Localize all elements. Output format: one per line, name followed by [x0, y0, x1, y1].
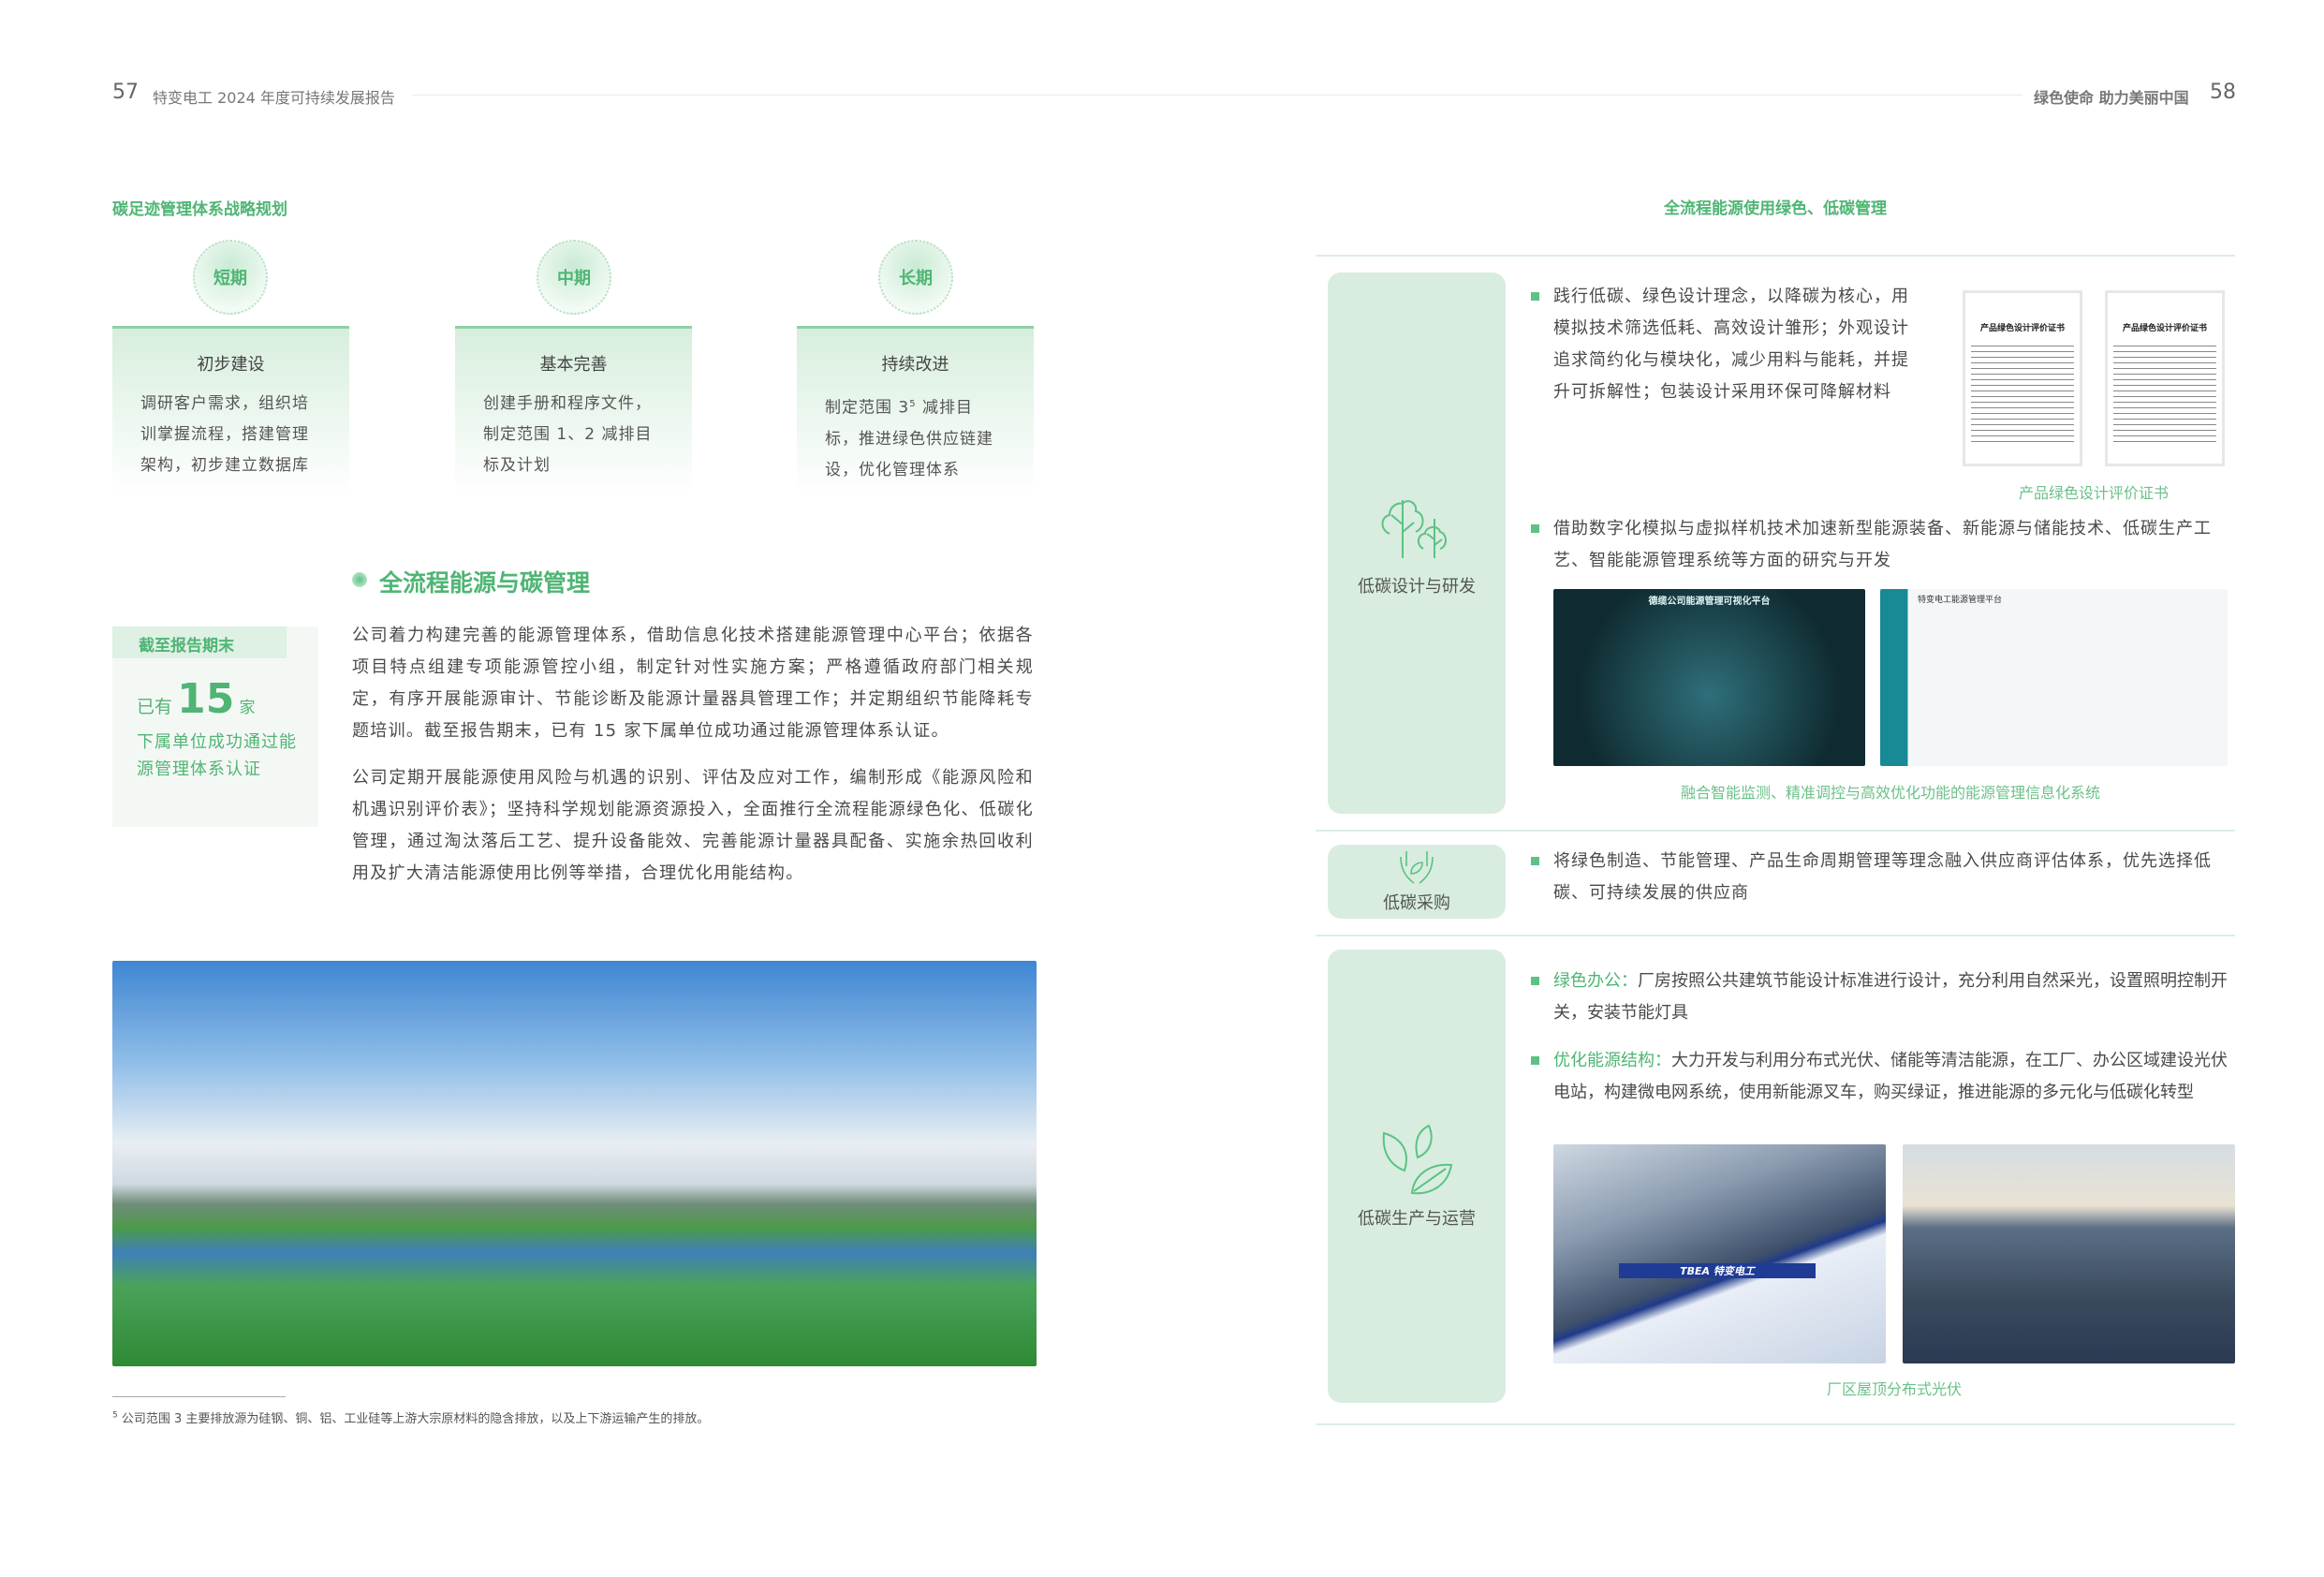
stat-desc: 下属单位成功通过能源管理体系认证 — [137, 732, 297, 779]
phase-title: 基本完善 — [539, 355, 608, 375]
phase-card-long: 持续改进 制定范围 35 减排目标，推进绿色供应链建设，优化管理体系 — [797, 326, 1034, 494]
energy-dashboard-screenshot: 德缆公司能源管理可视化平台 — [1553, 589, 1865, 766]
footnote-divider — [112, 1396, 286, 1397]
stat-box: 截至报告期末 已有 15 家 下属单位成功通过能源管理体系认证 — [112, 626, 318, 827]
bullet-energy-structure: 优化能源结构：大力开发与利用分布式光伏、储能等清洁能源，在工厂、办公区域建设光伏… — [1531, 1045, 2235, 1109]
tbea-brand-sign: TBEA 特变电工 — [1619, 1263, 1816, 1278]
phase-card-short: 初步建设 调研客户需求，组织培训掌握流程，搭建管理架构，初步建立数据库 — [112, 326, 349, 494]
factory-aerial-photo: TBEA 特变电工 — [1553, 1144, 1886, 1363]
bullet-procurement: 将绿色制造、节能管理、产品生命周期管理等理念融入供应商评估体系，优先选择低碳、可… — [1531, 846, 2235, 909]
panel-label: 低碳采购 — [1383, 893, 1450, 913]
leaves-icon — [1382, 1124, 1453, 1195]
stat-label: 截至报告期末 — [112, 626, 287, 658]
divider — [1316, 1423, 2235, 1425]
panel-low-carbon-procurement — [1328, 845, 1506, 919]
solar-farm-landscape-photo — [112, 961, 1037, 1366]
energy-platform-screenshot: 特变电工能源管理平台 — [1880, 589, 2228, 766]
panel-low-carbon-operations — [1328, 950, 1506, 1403]
stat-prefix: 已有 — [137, 697, 173, 717]
phase-card-mid: 基本完善 创建手册和程序文件，制定范围 1、2 减排目标及计划 — [455, 326, 692, 494]
panel-label: 低碳设计与研发 — [1358, 577, 1476, 597]
left-page-number: 57 — [112, 81, 139, 104]
divider — [1316, 935, 2235, 936]
phase-title: 持续改进 — [881, 355, 949, 375]
body-paragraph-2: 公司定期开展能源使用风险与机遇的识别、评估及应对工作，编制形成《能源风险和机遇识… — [352, 768, 1034, 883]
right-section-title: 全流程能源使用绿色、低碳管理 — [1664, 199, 1887, 218]
phase-title: 初步建设 — [197, 355, 265, 375]
rooftop-solar-photo — [1903, 1144, 2235, 1363]
trees-icon — [1381, 500, 1447, 558]
solar-caption: 厂区屋顶分布式光伏 — [1826, 1380, 1962, 1398]
footnote: 5 公司范围 3 主要排放源为硅钢、铜、铝、工业硅等上游大宗原材料的隐含排放，以… — [112, 1410, 710, 1426]
body-paragraph-1: 公司着力构建完善的能源管理体系，借助信息化技术搭建能源管理中心平台；依据各项目特… — [352, 626, 1034, 741]
phase-tag-mid: 中期 — [537, 240, 611, 315]
bullet-design: 践行低碳、绿色设计理念，以降碳为核心，用模拟技术筛选低耗、高效设计雏形；外观设计… — [1531, 281, 1915, 408]
phase-tag-long: 长期 — [878, 240, 953, 315]
bullet-digital: 借助数字化模拟与虚拟样机技术加速新型能源装备、新能源与储能技术、低碳生产工艺、智… — [1531, 513, 2235, 577]
section-title: 全流程能源与碳管理 — [379, 569, 591, 597]
section-bullet-icon — [352, 572, 367, 587]
phase-tag-short: 短期 — [193, 240, 268, 315]
bullet-green-office: 绿色办公：厂房按照公共建筑节能设计标准进行设计，充分利用自然采光，设置照明控制开… — [1531, 965, 2235, 1029]
dashboard-caption: 融合智能监测、精准调控与高效优化功能的能源管理信息化系统 — [1680, 784, 2100, 802]
header-divider — [412, 95, 2022, 96]
certificate-2: 产品绿色设计评价证书 — [2105, 290, 2225, 466]
report-title: 特变电工 2024 年度可持续发展报告 — [153, 89, 395, 107]
chapter-title: 绿色使命 助力美丽中国 — [2034, 89, 2189, 107]
stat-unit: 家 — [239, 699, 256, 717]
certificate-1: 产品绿色设计评价证书 — [1963, 290, 2082, 466]
divider — [1316, 255, 2235, 257]
stat-number: 15 — [177, 675, 235, 723]
certificate-caption: 产品绿色设计评价证书 — [2018, 484, 2169, 502]
strategy-title: 碳足迹管理体系战略规划 — [112, 200, 287, 219]
divider — [1316, 830, 2235, 832]
phase-desc: 调研客户需求，组织培训掌握流程，搭建管理架构，初步建立数据库 — [140, 394, 309, 475]
phase-desc: 创建手册和程序文件，制定范围 1、2 减排目标及计划 — [483, 394, 653, 475]
panel-low-carbon-design — [1328, 273, 1506, 814]
phase-desc: 制定范围 35 减排目标，推进绿色供应链建设，优化管理体系 — [825, 398, 993, 479]
panel-label: 低碳生产与运营 — [1358, 1209, 1476, 1229]
hands-leaf-icon — [1400, 851, 1434, 884]
right-page-number: 58 — [2210, 81, 2236, 104]
